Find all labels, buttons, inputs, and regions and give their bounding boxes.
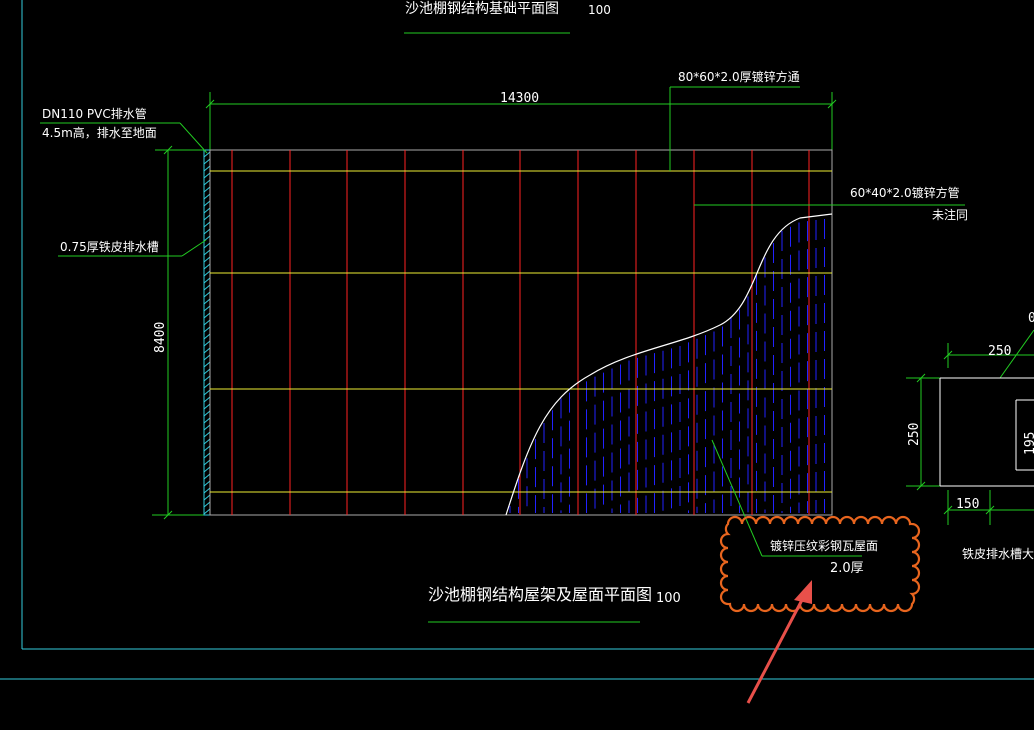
- gutter-hatch-line: [203, 270, 211, 277]
- gutter-hatch-line: [203, 242, 211, 249]
- roof-sheet-label-1: 镀锌压纹彩钢瓦屋面: [770, 539, 878, 553]
- gutter-hatch-line: [203, 305, 211, 312]
- top-title-scale: 100: [588, 3, 611, 17]
- width-dimension-text: 14300: [500, 91, 539, 106]
- gutter-strip: [203, 149, 211, 516]
- main-tube-label: 80*60*2.0厚镀锌方通: [678, 69, 800, 84]
- width-dimension: [205, 92, 837, 150]
- detail-dim-partial: 195: [1023, 432, 1034, 455]
- gutter-hatch-line: [203, 207, 211, 214]
- detail-dim-bottom: 150: [956, 497, 979, 512]
- gutter-hatch-line: [203, 214, 211, 221]
- gutter-hatch-line: [203, 221, 211, 228]
- roof-outline: [209, 149, 833, 516]
- gutter-hatch-line: [203, 459, 211, 466]
- gutter-hatch-line: [203, 172, 211, 179]
- gutter-hatch-line: [203, 326, 211, 333]
- detail-dim-side: 250: [907, 423, 922, 446]
- roof-sheet-hatch: [509, 218, 825, 513]
- gutter-hatch-line: [203, 452, 211, 459]
- sub-tube-label-2: 未注同: [932, 207, 968, 222]
- height-dimension: [152, 145, 205, 520]
- gutter-hatch-line: [203, 417, 211, 424]
- sub-tube-callout: 60*40*2.0镀锌方管 未注同: [694, 185, 968, 222]
- gutter-hatch-line: [203, 473, 211, 480]
- pointer-arrow: [746, 580, 812, 704]
- gutter-hatch-line: [203, 438, 211, 445]
- gutter-hatch-line: [203, 249, 211, 256]
- height-dimension-text: 8400: [153, 322, 168, 353]
- gutter-hatch-line: [203, 151, 211, 158]
- drain-pipe-label-2: 4.5m高，排水至地面: [42, 125, 157, 140]
- gutter-hatch-line: [203, 228, 211, 235]
- drain-pipe-callout: DN110 PVC排水管 4.5m高，排水至地面: [40, 106, 208, 154]
- revision-cloud: [719, 515, 921, 613]
- gutter-hatch-line: [203, 410, 211, 417]
- gutter-hatch-line: [203, 494, 211, 501]
- detail-dim-top: 250: [988, 344, 1011, 359]
- roof-sheet-label-2: 2.0厚: [830, 561, 864, 576]
- gutter-hatch-line: [203, 466, 211, 473]
- gutter-hatch-line: [203, 375, 211, 382]
- gutter-hatch-line: [203, 312, 211, 319]
- gutter-label: 0.75厚铁皮排水槽: [60, 240, 159, 254]
- gutter-hatch-line: [203, 354, 211, 361]
- gutter-hatch-line: [203, 361, 211, 368]
- drawing-title-block: 沙池棚钢结构屋架及屋面平面图 100: [428, 585, 681, 623]
- drawing-frame: [0, 0, 1034, 680]
- gutter-hatch-line: [203, 291, 211, 298]
- gutter-hatch-line: [203, 333, 211, 340]
- drawing-scale: 100: [656, 591, 681, 606]
- rafter-lines: [231, 150, 810, 515]
- gutter-hatch-line: [203, 368, 211, 375]
- gutter-hatch-line: [203, 501, 211, 508]
- gutter-hatch-line: [203, 256, 211, 263]
- gutter-hatch-line: [203, 389, 211, 396]
- drawing-title: 沙池棚钢结构屋架及屋面平面图: [428, 585, 652, 604]
- gutter-hatch-line: [203, 179, 211, 186]
- top-title: 沙池棚钢结构基础平面图: [405, 0, 559, 17]
- top-title-block: 沙池棚钢结构基础平面图 100: [404, 0, 611, 34]
- gutter-hatch-line: [203, 165, 211, 172]
- gutter-hatch-line: [203, 431, 211, 438]
- gutter-hatch-line: [203, 298, 211, 305]
- gutter-hatch-line: [203, 200, 211, 207]
- gutter-hatch-line: [203, 424, 211, 431]
- gutter-hatch-line: [203, 340, 211, 347]
- gutter-hatch-line: [203, 445, 211, 452]
- gutter-hatch-line: [203, 347, 211, 354]
- gutter-hatch-line: [203, 396, 211, 403]
- main-tube-callout: 80*60*2.0厚镀锌方通: [669, 69, 800, 171]
- gutter-hatch-line: [203, 480, 211, 487]
- gutter-hatch-line: [203, 277, 211, 284]
- gutter-hatch-line: [203, 263, 211, 270]
- gutter-callout: 0.75厚铁皮排水槽: [58, 239, 207, 257]
- gutter-detail: 250 0 250 195 150 铁皮排水槽大样: [906, 311, 1034, 561]
- gutter-hatch-line: [203, 403, 211, 410]
- sub-tube-label-1: 60*40*2.0镀锌方管: [850, 185, 960, 200]
- detail-title: 铁皮排水槽大样: [962, 546, 1034, 561]
- gutter-hatch-line: [203, 193, 211, 200]
- detail-partial-label: 0: [1028, 311, 1034, 326]
- purlin-lines: [210, 170, 832, 493]
- gutter-hatch-line: [203, 158, 211, 165]
- roof-sheet-boundary: [505, 213, 833, 516]
- roof-sheet-callout: 镀锌压纹彩钢瓦屋面 2.0厚: [711, 439, 878, 576]
- gutter-hatch-line: [203, 186, 211, 193]
- gutter-hatch-line: [203, 382, 211, 389]
- gutter-hatch-line: [203, 319, 211, 326]
- gutter-hatch-line: [203, 487, 211, 494]
- gutter-hatch-line: [203, 284, 211, 291]
- drain-pipe-label-1: DN110 PVC排水管: [42, 106, 147, 121]
- gutter-hatch-line: [203, 508, 211, 515]
